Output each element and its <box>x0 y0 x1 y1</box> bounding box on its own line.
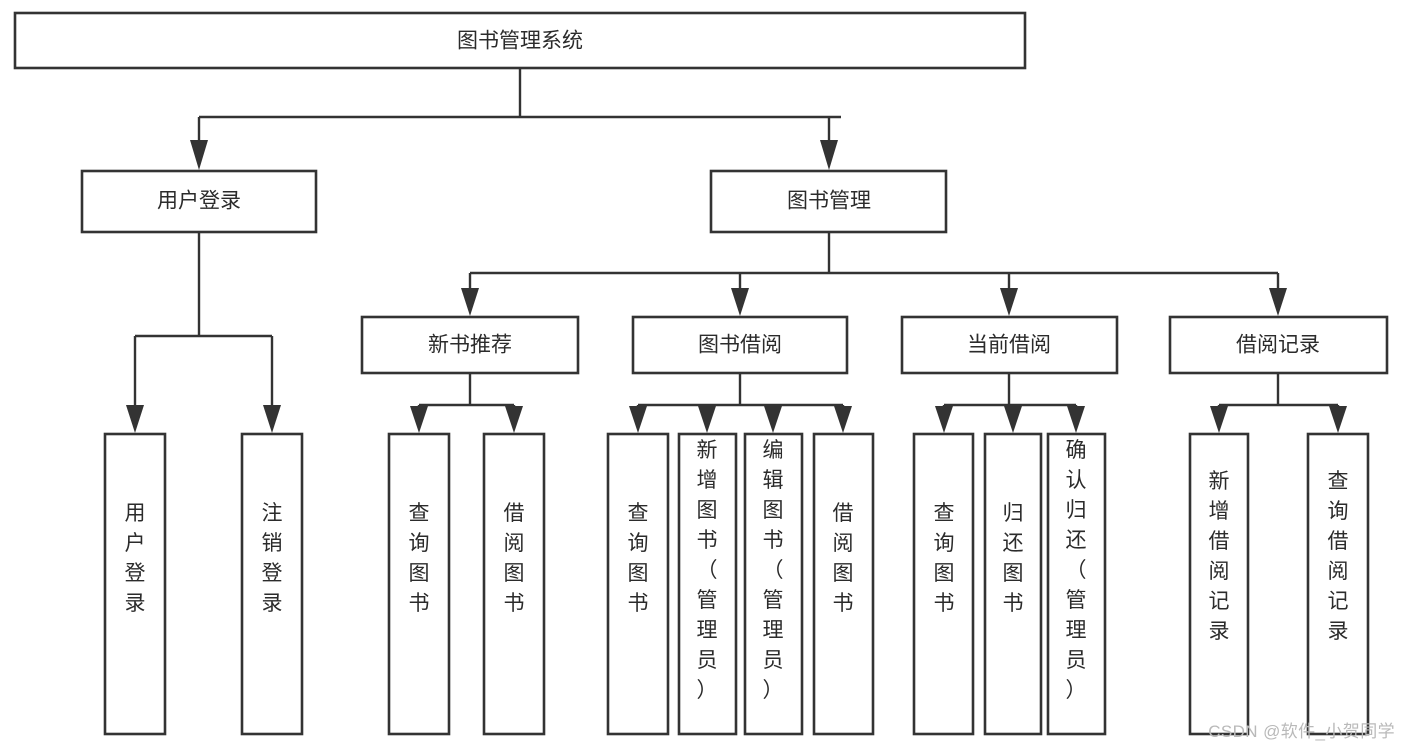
node-current-borrow[interactable]: 当前借阅 <box>900 315 1119 375</box>
node-leaf-query-book-1-label: 查询图书 <box>409 502 430 615</box>
node-leaf-logout[interactable]: 注销登录 <box>240 432 304 736</box>
node-leaf-user-login-label: 用户登录 <box>125 502 146 615</box>
node-root[interactable]: 图书管理系统 <box>13 11 1027 70</box>
node-leaf-query-book-2[interactable]: 查询图书 <box>606 432 670 736</box>
node-leaf-return-book-label: 归还图书 <box>1003 502 1024 615</box>
node-leaf-query-book-3-label: 查询图书 <box>934 502 955 615</box>
node-leaf-add-book-label: 新增图书（管理员） <box>697 439 718 702</box>
node-leaf-borrow-book-1[interactable]: 借阅图书 <box>482 432 546 736</box>
node-leaf-confirm-return[interactable]: 确认归还（管理员） <box>1046 432 1107 736</box>
node-user-login[interactable]: 用户登录 <box>80 169 318 234</box>
node-new-book-recommend[interactable]: 新书推荐 <box>360 315 580 375</box>
node-leaf-borrow-book-1-label: 借阅图书 <box>504 502 525 615</box>
node-leaf-query-record[interactable]: 查询借阅记录 <box>1306 432 1370 736</box>
node-book-borrow-label: 图书借阅 <box>698 334 782 357</box>
node-book-manage-label: 图书管理 <box>787 190 871 213</box>
node-book-borrow[interactable]: 图书借阅 <box>631 315 849 375</box>
node-leaf-logout-label: 注销登录 <box>262 502 283 615</box>
node-leaf-borrow-book-2-label: 借阅图书 <box>833 502 854 615</box>
node-user-login-label: 用户登录 <box>157 190 241 213</box>
node-root-label: 图书管理系统 <box>457 30 583 53</box>
watermark: CSDN @软件_小贺同学 <box>1208 722 1395 741</box>
node-leaf-query-record-label: 查询借阅记录 <box>1328 470 1349 643</box>
node-borrow-record[interactable]: 借阅记录 <box>1168 315 1389 375</box>
connector-borrowrecord-to-leaves <box>1210 373 1347 433</box>
node-leaf-borrow-book-2[interactable]: 借阅图书 <box>812 432 875 736</box>
node-new-book-recommend-label: 新书推荐 <box>428 334 512 357</box>
node-current-borrow-label: 当前借阅 <box>967 334 1051 357</box>
node-leaf-query-book-3[interactable]: 查询图书 <box>912 432 975 736</box>
node-leaf-add-record-label: 新增借阅记录 <box>1209 470 1230 643</box>
node-leaf-query-book-2-label: 查询图书 <box>628 502 649 615</box>
connector-root-to-level2 <box>190 68 841 170</box>
connector-userlogin-to-leaves <box>126 232 281 433</box>
connector-newbook-to-leaves <box>410 373 523 433</box>
node-leaf-add-book[interactable]: 新增图书（管理员） <box>677 432 738 736</box>
connector-currentborrow-to-leaves <box>935 373 1085 433</box>
connector-bookmanage-to-level3 <box>461 232 1287 316</box>
node-leaf-query-book-1[interactable]: 查询图书 <box>387 432 451 736</box>
node-leaf-user-login[interactable]: 用户登录 <box>103 432 167 736</box>
node-leaf-add-record[interactable]: 新增借阅记录 <box>1188 432 1250 736</box>
node-book-manage[interactable]: 图书管理 <box>709 169 948 234</box>
node-leaf-confirm-return-label: 确认归还（管理员） <box>1066 439 1087 702</box>
node-leaf-edit-book[interactable]: 编辑图书（管理员） <box>743 432 804 736</box>
connector-bookborrow-to-leaves <box>629 373 852 433</box>
node-leaf-return-book[interactable]: 归还图书 <box>983 432 1043 736</box>
node-borrow-record-label: 借阅记录 <box>1236 334 1320 357</box>
node-leaf-edit-book-label: 编辑图书（管理员） <box>763 439 784 702</box>
